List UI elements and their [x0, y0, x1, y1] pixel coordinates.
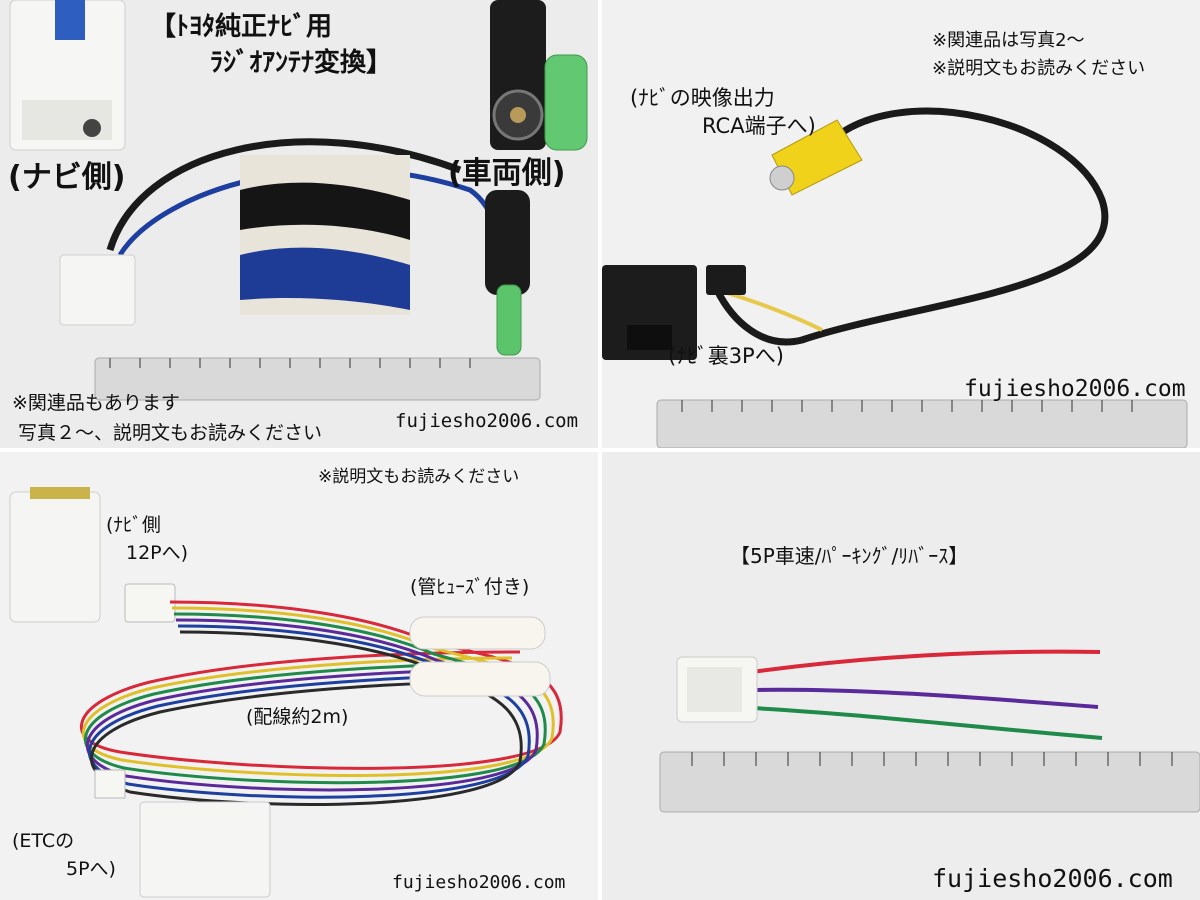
- label-etc-line2: 5Pへ): [66, 858, 116, 880]
- label-wiring: (配線約2m): [246, 706, 349, 728]
- label-navi-line2: 12Pへ): [126, 542, 189, 564]
- label-connector: (ﾅﾋﾞ裏3Pへ): [668, 344, 784, 368]
- note-line1: ※関連品もあります: [12, 392, 180, 414]
- horizontal-divider: [0, 448, 1200, 452]
- label-fuse: (管ﾋｭｰｽﾞ付き): [410, 576, 530, 598]
- note-line2: ※説明文もお読みください: [932, 58, 1146, 79]
- title-line2: ﾗｼﾞｵｱﾝﾃﾅ変換】: [210, 48, 393, 78]
- site-url: fujiesho2006.com: [964, 376, 1186, 402]
- panel-rca-video-output: ※関連品は写真2～ ※説明文もお読みください (ﾅﾋﾞの映像出力 RCA端子へ)…: [602, 0, 1200, 448]
- title: 【5P車速/ﾊﾟｰｷﾝｸﾞ/ﾘﾊﾞｰｽ】: [730, 544, 969, 568]
- note: ※説明文もお読みください: [318, 467, 520, 487]
- label-vehicle-side: (車両側): [448, 156, 566, 191]
- label-navi-side: (ナビ側): [8, 160, 126, 195]
- title-line1: 【ﾄﾖﾀ純正ﾅﾋﾞ用: [150, 12, 333, 42]
- site-url: fujiesho2006.com: [392, 872, 566, 893]
- label-output-line1: (ﾅﾋﾞの映像出力: [630, 86, 775, 110]
- note-line2: 写真２～、説明文もお読みください: [18, 422, 323, 444]
- label-navi-line1: (ﾅﾋﾞ側: [106, 514, 161, 536]
- site-url: fujiesho2006.com: [932, 864, 1173, 893]
- rca-cable-illustration: [602, 107, 1188, 448]
- label-output-line2: RCA端子へ): [702, 114, 816, 138]
- label-etc-line1: (ETCの: [12, 830, 75, 852]
- wiring-harness-illustration: [9, 487, 563, 898]
- panel-5p-vehicle-speed: 【5P車速/ﾊﾟｰｷﾝｸﾞ/ﾘﾊﾞｰｽ】 fujiesho2006.com: [602, 452, 1200, 900]
- panel-wiring-harness: ※説明文もお読みください (ﾅﾋﾞ側 12Pへ) (管ﾋｭｰｽﾞ付き) (配線約…: [0, 452, 598, 900]
- site-url: fujiesho2006.com: [395, 410, 579, 432]
- antenna-adapter-illustration: [9, 0, 588, 401]
- panel-radio-antenna-adapter: 【ﾄﾖﾀ純正ﾅﾋﾞ用 ﾗｼﾞｵｱﾝﾃﾅ変換】 (ナビ側) (車両側) ※関連品も…: [0, 0, 598, 448]
- 5p-wire-illustration: [659, 649, 1200, 813]
- note-line1: ※関連品は写真2～: [932, 30, 1085, 51]
